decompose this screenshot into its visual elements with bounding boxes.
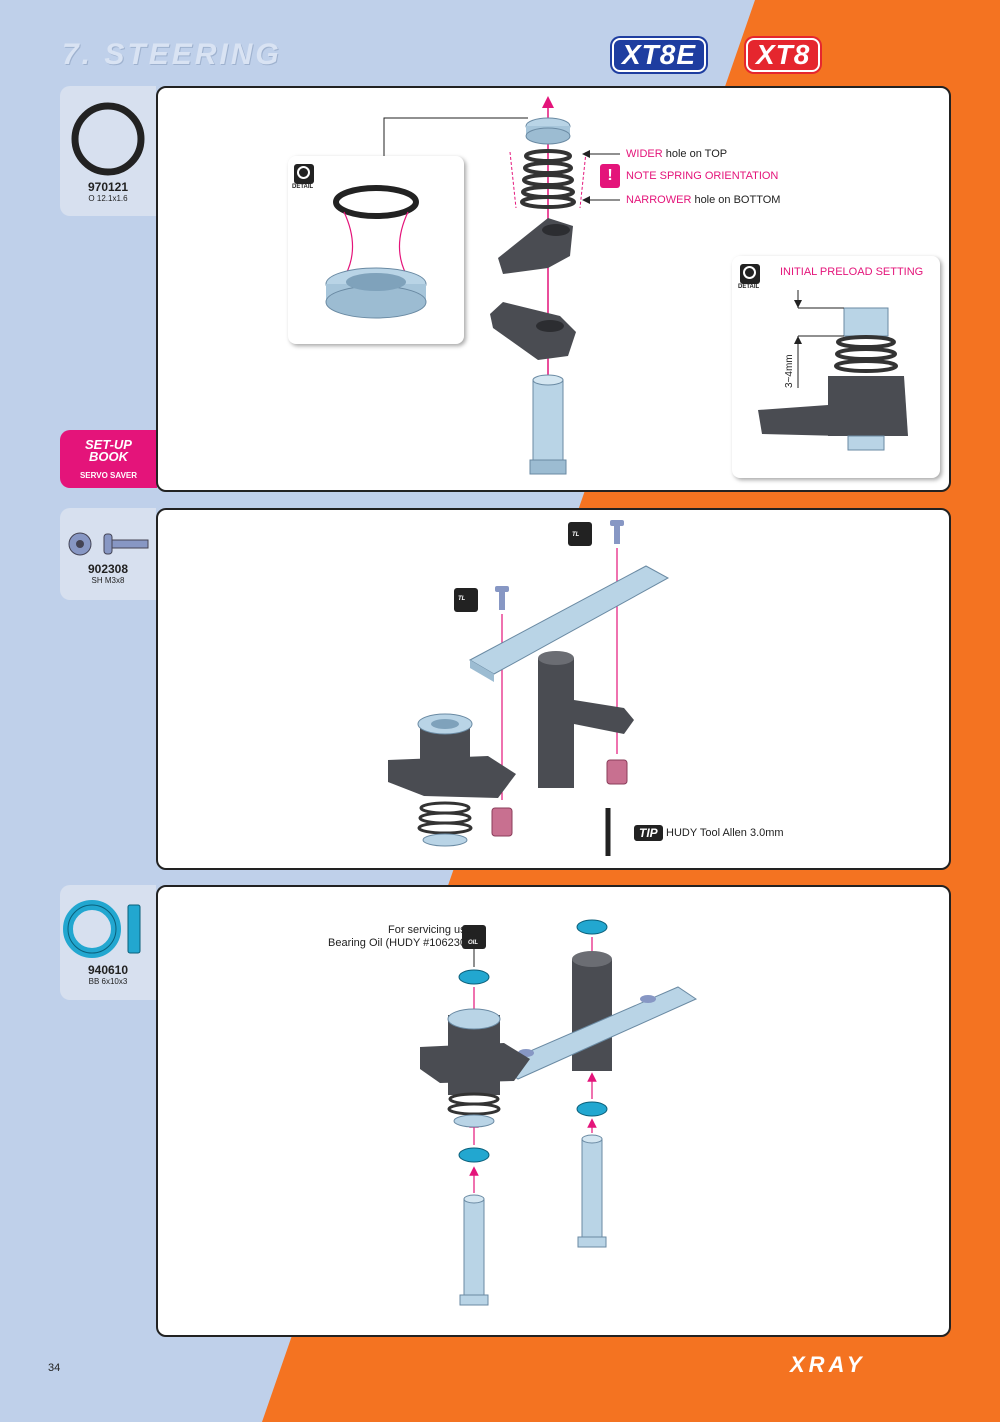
oil-badge-label: OIL [468,940,478,946]
page-title: 7. STEERING [62,38,282,71]
spring-orientation-note: NOTE SPRING ORIENTATION [626,170,779,182]
setup-book-line1: SET-UP [85,437,132,452]
bearing-icon [63,900,141,958]
part-card-902308: 902308 SH M3x8 [60,508,156,600]
part-number: 970121 [87,180,129,194]
magnifier-icon [294,164,314,184]
detail-label: DETAIL [292,184,314,190]
o-ring-icon [71,102,145,176]
setup-book-subtitle: SERVO SAVER [79,471,138,480]
page-number: 34 [48,1362,61,1374]
bearing-assembly-diagram [420,919,698,1306]
warning-icon: ! [600,164,620,188]
preload-detail-box: DETAIL INITIAL PRELOAD SETTING 3~4mm [732,256,940,478]
tip-badge: TIP [634,825,663,841]
brand-badge-xt8e: XT8E [612,38,707,72]
steering-link-exploded-diagram [388,520,670,856]
preload-illustration [758,290,908,451]
oil-note-line2: Bearing Oil (HUDY #106230). [328,937,473,949]
narrower-hole-note: NARROWER hole on BOTTOM [626,194,781,206]
part-card-940610: 940610 BB 6x10x3 [60,885,156,1000]
step-panel-3 [156,885,951,1337]
threadlock-label: TL [458,596,466,602]
part-description: BB 6x10x3 [88,977,128,986]
part-description: SH M3x8 [91,576,125,585]
threadlock-label: TL [572,532,580,538]
oil-note-line1: For servicing use [388,924,472,936]
part-card-970121: 970121 O 12.1x1.6 [60,86,156,216]
preload-title: INITIAL PRELOAD SETTING [780,266,924,278]
part-number: 940610 [87,963,129,977]
screw-icon [68,532,149,556]
allen-key-size: 3.0mm [612,821,621,846]
xray-logo: XRAY [790,1352,866,1377]
tip-text: HUDY Tool Allen 3.0mm [666,827,784,839]
preload-dimension: 3~4mm [784,354,795,388]
servo-saver-exploded-diagram [383,96,620,475]
magnifier-icon [740,264,760,284]
setup-book-line2: BOOK [89,449,128,464]
setup-book-badge[interactable]: SET-UP BOOK SERVO SAVER [60,430,157,488]
detail-label: DETAIL [738,284,760,290]
part-description: O 12.1x1.6 [88,194,128,203]
o-ring-detail-box: DETAIL [288,156,464,344]
wider-hole-note: WIDER hole on TOP [626,148,728,160]
part-number: 902308 [87,562,129,576]
brand-badge-xt8: XT8 [746,38,821,72]
o-ring-to-nut-illustration [325,185,427,319]
